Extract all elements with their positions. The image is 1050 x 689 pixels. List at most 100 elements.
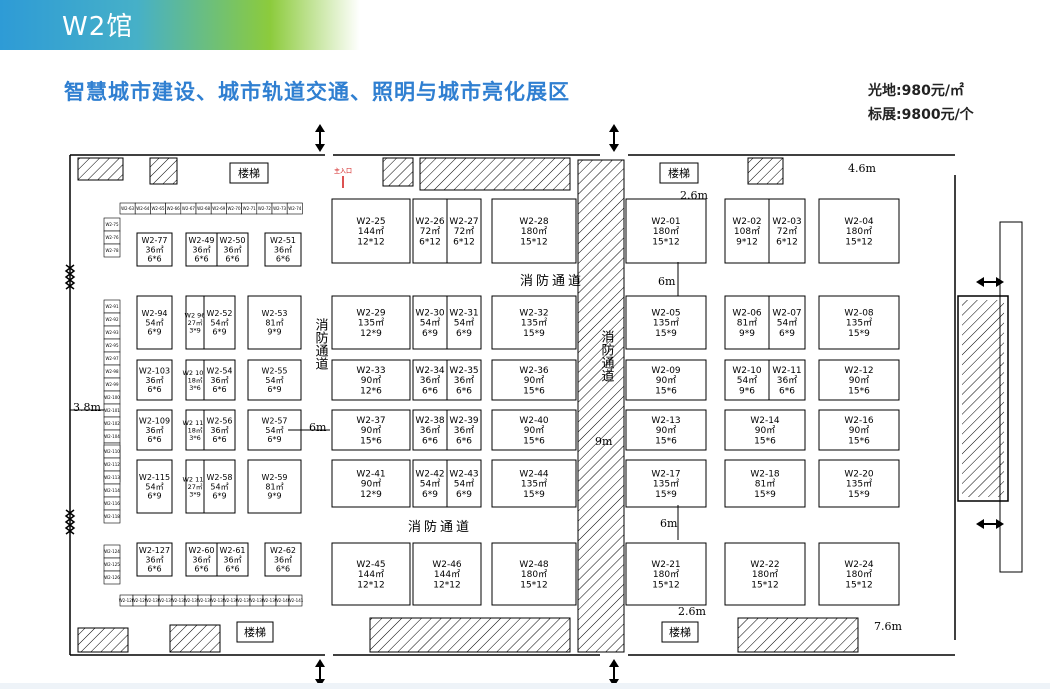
mini-booth-W2-114[interactable]: W2-114 bbox=[103, 483, 121, 498]
mini-booth-W2-100[interactable]: W2-100 bbox=[103, 390, 121, 405]
mini-booth-W2-126[interactable]: W2-126 bbox=[103, 570, 121, 585]
mini-booth-W2-70[interactable]: W2-70 bbox=[226, 202, 242, 215]
mini-booth-W2-73[interactable]: W2-73 bbox=[271, 202, 288, 215]
mini-booth-W2-141[interactable]: W2-141 bbox=[288, 594, 304, 607]
mini-booth-W2-72[interactable]: W2-72 bbox=[256, 202, 273, 215]
mini-booth-W2-95[interactable]: W2-95 bbox=[103, 338, 121, 353]
mini-booth-W2-74[interactable]: W2-74 bbox=[286, 202, 303, 215]
mini-booth-W2-101[interactable]: W2-101 bbox=[103, 403, 121, 418]
mini-booth-W2-76[interactable]: W2-76 bbox=[103, 230, 121, 245]
mini-booth-W2-113[interactable]: W2-113 bbox=[103, 470, 121, 485]
mini-booth-W2-91[interactable]: W2-91 bbox=[103, 299, 121, 314]
mini-booth-W2-64[interactable]: W2-64 bbox=[134, 202, 151, 215]
mini-booth-W2-110[interactable]: W2-110 bbox=[103, 444, 121, 459]
mini-booth-W2-65[interactable]: W2-65 bbox=[150, 202, 166, 215]
mini-booth-W2-68[interactable]: W2-68 bbox=[195, 202, 212, 215]
mini-booth-W2-99[interactable]: W2-99 bbox=[103, 377, 121, 392]
mini-booth-W2-97[interactable]: W2-97 bbox=[103, 351, 121, 366]
mini-booth-W2-93[interactable]: W2-93 bbox=[103, 325, 121, 340]
mini-booth-W2-98[interactable]: W2-98 bbox=[103, 364, 121, 379]
mini-booth-W2-112[interactable]: W2-112 bbox=[103, 457, 121, 472]
mini-booth-W2-78[interactable]: W2-78 bbox=[103, 243, 121, 258]
mini-booth-W2-102[interactable]: W2-102 bbox=[103, 416, 121, 431]
mini-booth-W2-116[interactable]: W2-116 bbox=[103, 496, 121, 511]
mini-booth-W2-75[interactable]: W2-75 bbox=[103, 217, 121, 232]
mini-booth-W2-92[interactable]: W2-92 bbox=[103, 312, 121, 327]
mini-booth-W2-71[interactable]: W2-71 bbox=[241, 202, 258, 215]
mini-booth-W2-118[interactable]: W2-118 bbox=[103, 509, 121, 524]
mini-booth-W2-125[interactable]: W2-125 bbox=[103, 557, 121, 572]
mini-booth-W2-67[interactable]: W2-67 bbox=[180, 202, 197, 215]
mini-booth-W2-69[interactable]: W2-69 bbox=[210, 202, 227, 215]
mini-booth-W2-66[interactable]: W2-66 bbox=[165, 202, 182, 215]
mini-booth-W2-63[interactable]: W2-63 bbox=[119, 202, 136, 215]
mini-booth-W2-124[interactable]: W2-124 bbox=[103, 544, 121, 559]
